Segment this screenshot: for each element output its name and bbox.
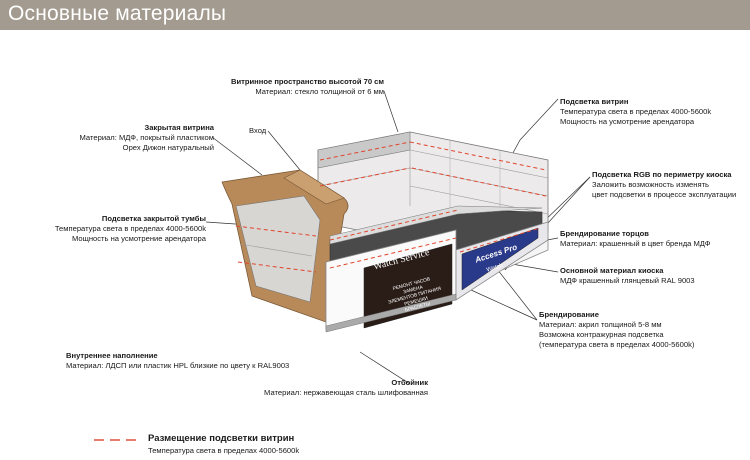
- annotation-entrance: Вход: [249, 126, 267, 135]
- side-brand-panel: [461, 227, 539, 291]
- lighting-dashes: [235, 141, 547, 273]
- skirting: [325, 293, 457, 333]
- legend-label: Размещение подсветки витрин: [148, 433, 295, 444]
- annotation-display-space: Витринное пространство высотой 70 см Мат…: [231, 77, 384, 96]
- leader-closed-showcase: [211, 136, 263, 176]
- leader-branding-2: [459, 284, 538, 321]
- header-bar: Основные материалы: [0, 0, 750, 30]
- annotation-main-material: Основной материал киоска МДФ крашенный г…: [560, 266, 695, 285]
- page-title: Основные материалы: [8, 2, 227, 25]
- main-counter: [325, 205, 549, 333]
- annotation-interior: Внутреннее наполнение Материал: ЛДСП или…: [66, 351, 290, 370]
- leader-entrance: [267, 130, 301, 171]
- wood-showcase: [221, 169, 349, 323]
- legend-sub: Температура света в пределах 4000-5600k: [148, 446, 300, 455]
- watch-service-sign: [363, 243, 453, 329]
- annotation-branding: Брендирование Материал: акрил толщиной 5…: [539, 310, 695, 349]
- leader-skirting: [359, 351, 411, 385]
- leader-display-space: [383, 90, 399, 133]
- annotation-cabinet-lighting: Подсветка закрытой тумбы Температура све…: [54, 214, 206, 243]
- annotation-closed-showcase: Закрытая витрина Материал: МДФ, покрытый…: [79, 123, 214, 152]
- annotation-skirting: Отбойник Материал: нержавеющая сталь шли…: [264, 378, 428, 397]
- annotation-end-branding: Брендирование торцов Материал: крашенный…: [560, 229, 711, 248]
- annotation-rgb-lighting: Подсветка RGB по периметру киоска Заложи…: [592, 170, 737, 199]
- leader-showcase-lighting: [519, 98, 559, 141]
- annotation-showcase-lighting: Подсветка витрин Температура света в пре…: [560, 97, 712, 126]
